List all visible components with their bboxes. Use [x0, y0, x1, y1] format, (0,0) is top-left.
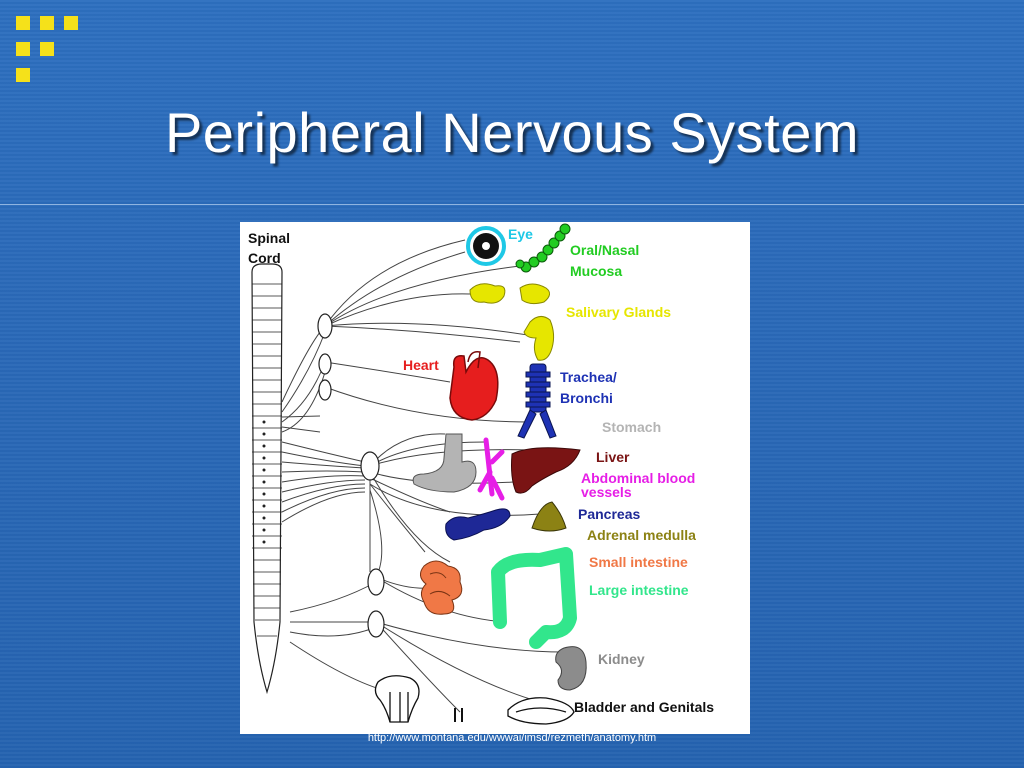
- label-spinal-cord-1: Spinal: [248, 230, 290, 246]
- liver-icon: [511, 447, 581, 494]
- label-eye: Eye: [508, 226, 533, 242]
- oral-nasal-mucosa-icon: [515, 223, 571, 273]
- label-pancreas: Pancreas: [578, 506, 640, 522]
- label-stomach: Stomach: [602, 419, 661, 435]
- label-bladder-genitals: Bladder and Genitals: [574, 699, 714, 715]
- title-divider: [0, 204, 1024, 205]
- adrenal-medulla-icon: [531, 501, 567, 532]
- small-intestine-icon: [420, 560, 463, 615]
- label-salivary-glands: Salivary Glands: [566, 304, 671, 320]
- label-abdominal-1: Abdominal blood: [581, 470, 695, 486]
- diagram-svg: Spinal Cord Eye Oral/Nasal Mucosa Saliva…: [248, 223, 714, 725]
- label-spinal-cord-2: Cord: [248, 250, 281, 266]
- bladder-genitals-icon: [374, 675, 575, 725]
- label-large-intestine: Large intestine: [589, 582, 689, 598]
- eye-icon: [466, 226, 506, 266]
- label-oral-nasal-1: Oral/Nasal: [570, 242, 639, 258]
- label-kidney: Kidney: [598, 651, 645, 667]
- label-trachea-1: Trachea/: [560, 369, 617, 385]
- heart-icon: [449, 350, 499, 421]
- kidney-icon: [555, 646, 587, 691]
- label-liver: Liver: [596, 449, 630, 465]
- spinal-cord: [251, 263, 283, 695]
- pancreas-icon: [445, 508, 511, 541]
- nervous-system-diagram: Spinal Cord Eye Oral/Nasal Mucosa Saliva…: [240, 222, 750, 734]
- salivary-glands-icon: [469, 283, 555, 361]
- label-trachea-2: Bronchi: [560, 390, 613, 406]
- stomach-icon: [412, 433, 477, 493]
- ganglia: [317, 313, 385, 638]
- source-caption: http://www.montana.edu/wwwai/imsd/rezmet…: [367, 732, 657, 744]
- label-abdominal-2: vessels: [581, 484, 632, 500]
- slide-title: Peripheral Nervous System: [164, 101, 860, 164]
- label-oral-nasal-2: Mucosa: [570, 263, 622, 279]
- large-intestine-icon: [491, 547, 577, 649]
- slide-bullet-icon: [16, 16, 86, 86]
- label-small-intestine: Small intestine: [589, 554, 688, 570]
- nerve-fibers: [281, 239, 566, 713]
- label-heart: Heart: [403, 357, 439, 373]
- abdominal-blood-vessels-icon: [477, 437, 505, 501]
- label-adrenal-medulla: Adrenal medulla: [587, 527, 696, 543]
- trachea-bronchi-icon: [517, 363, 557, 439]
